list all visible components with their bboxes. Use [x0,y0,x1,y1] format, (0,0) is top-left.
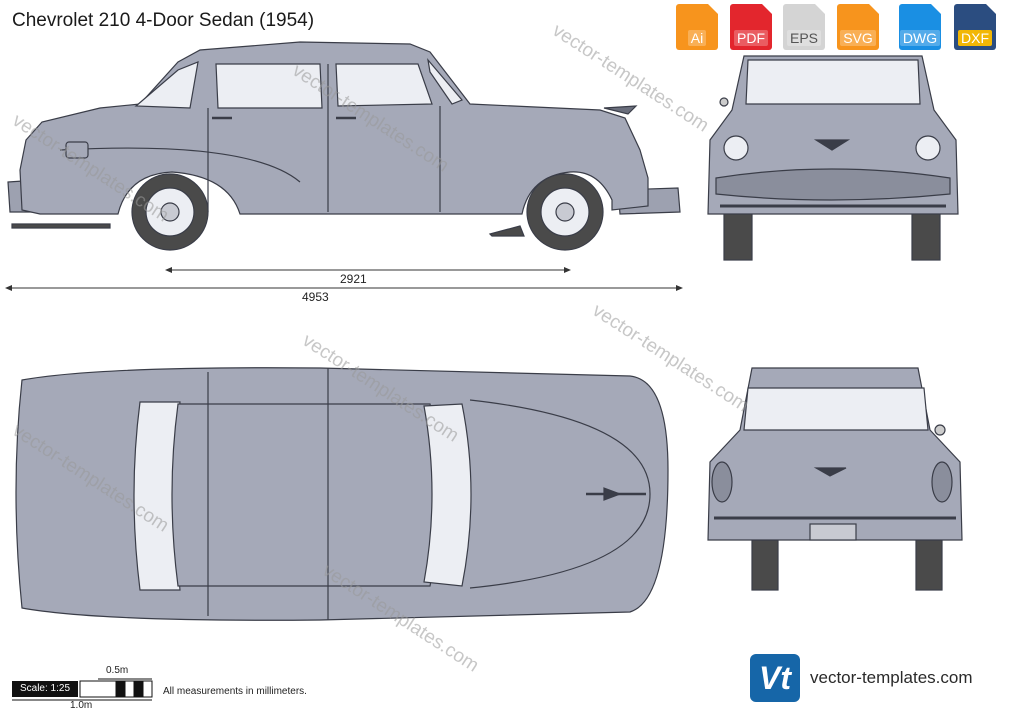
half-meter-label: 0.5m [106,665,129,676]
scale-label: Scale: 1:25 [12,681,78,697]
dwg-format-button[interactable]: DWG [899,4,941,50]
left-headlight [723,135,749,161]
page-title: Chevrolet 210 4-Door Sedan (1954) [12,10,315,31]
grille [715,168,951,201]
vector-templates-logo: Vt [750,654,800,702]
one-meter-label: 1.0m [70,700,93,711]
site-link[interactable]: vector-templates.com [810,668,973,687]
windshield-side [427,57,463,105]
left-taillight [711,461,733,503]
length-label: 4953 [302,290,329,304]
windshield [745,59,921,105]
eps-format-label: EPS [786,30,821,46]
right-headlight [915,135,941,161]
rear-quarter-window [134,61,199,109]
ai-format-button[interactable]: Ai [676,4,718,50]
svg-format-label: SVG [840,30,876,46]
top-view [15,367,669,621]
dxf-format-button[interactable]: DXF [954,4,996,50]
rear-view [707,367,963,591]
hood-ornament [603,105,638,115]
right-taillight [931,461,953,503]
fuel-door [65,141,89,159]
ai-format-label: Ai [687,30,707,46]
pdf-format-label: PDF [734,30,768,46]
pdf-format-button[interactable]: PDF [730,4,772,50]
roof [171,403,441,587]
front-door-window [335,63,433,107]
front-emblem [813,139,851,151]
svg-format-button[interactable]: SVG [837,4,879,50]
eps-format-button[interactable]: EPS [783,4,825,50]
measurement-note: All measurements in millimeters. [163,686,307,697]
scale-bar [12,678,153,701]
front-wheel [526,173,604,251]
front-view [707,55,959,261]
license-plate [809,523,857,541]
dxf-format-label: DXF [958,30,992,46]
windshield-top [423,403,472,587]
back-window [743,387,929,431]
dwg-format-label: DWG [899,30,941,46]
wheelbase-label: 2921 [340,272,367,286]
side-view [7,41,681,251]
rear-door-window [215,63,323,109]
rear-wheel [131,173,209,251]
